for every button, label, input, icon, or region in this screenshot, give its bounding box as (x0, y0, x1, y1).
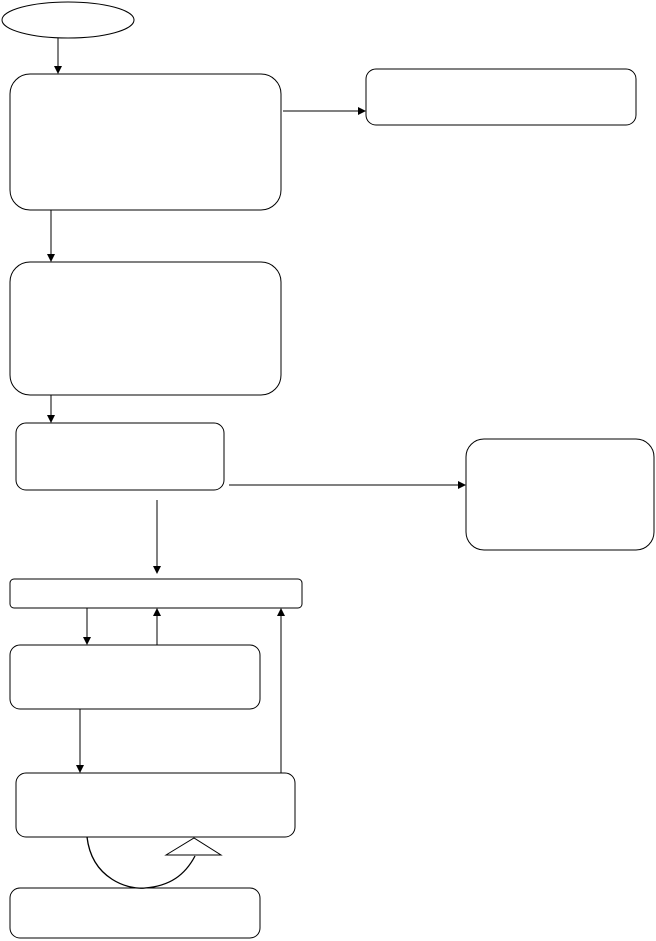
process-box-4 (15, 422, 225, 491)
process-box-9 (9, 887, 261, 939)
process-box-1 (9, 73, 282, 211)
process-box-7 (9, 644, 261, 710)
triangle-connector-marker (164, 837, 223, 856)
curved-connector-box-8-to-box-9 (86, 836, 196, 889)
start-ellipse (1, 1, 135, 39)
process-box-8 (15, 772, 296, 838)
side-box-2 (365, 68, 637, 126)
process-box-3 (9, 261, 282, 396)
side-box-5 (465, 438, 655, 551)
process-bar-6 (9, 578, 303, 609)
